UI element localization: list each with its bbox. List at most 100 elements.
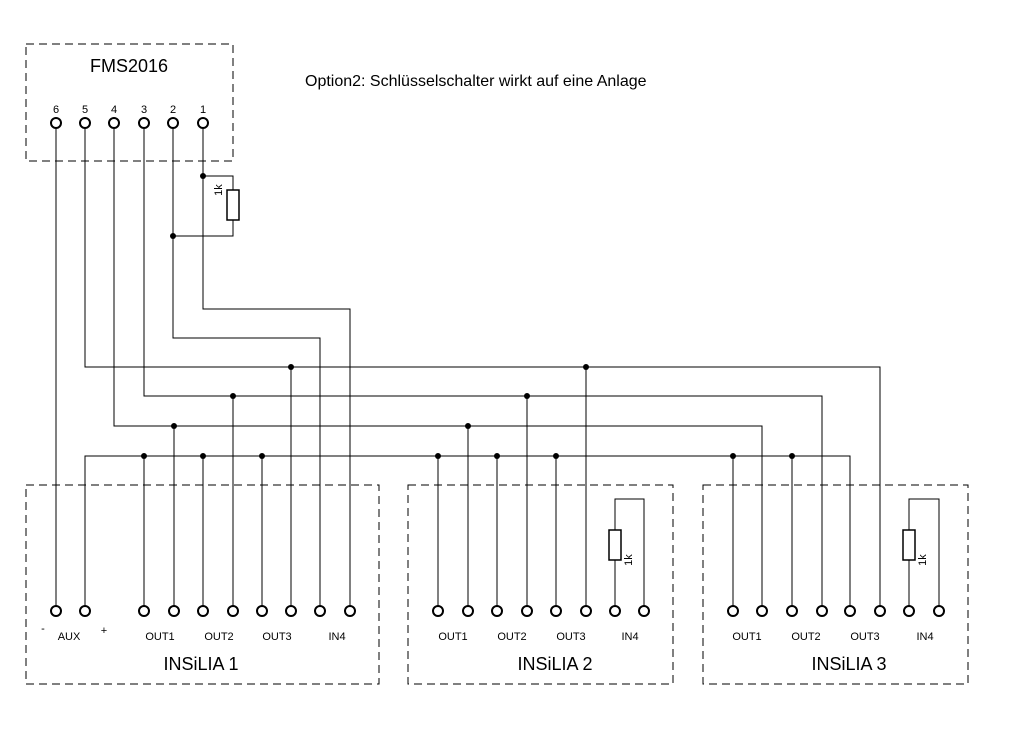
insilia-1-plus-label: +: [101, 625, 107, 637]
wire-pin3: [143, 123, 823, 611]
insilia-3-out3-b-terminal: [874, 605, 886, 617]
insilia-1-in4-a-terminal: [314, 605, 326, 617]
diagram-title: Option2: Schlüsselschalter wirkt auf ein…: [305, 73, 647, 90]
fms-pin-2-label: 2: [170, 104, 176, 116]
fms-terminals: [50, 117, 209, 129]
insilia-2-resistor-label: 1k: [623, 554, 635, 566]
fms-resistor: [226, 189, 240, 221]
insilia-2-out3-a-terminal: [550, 605, 562, 617]
junction-dot: [170, 233, 176, 239]
junction-dot: [524, 393, 530, 399]
wire-pin5: [84, 123, 881, 611]
resistors: 1k 1k 1k: [213, 184, 929, 566]
insilia-1-aux-plus-terminal: [79, 605, 91, 617]
wire-pin2: [172, 123, 321, 611]
fms-pin-5-label: 5: [82, 104, 88, 116]
fms-terminal-4: [108, 117, 120, 129]
insilia-3-module: INSiLIA 3 OUT1 OUT2 OUT3 IN4: [702, 484, 969, 685]
insilia-2-out3-b-terminal: [580, 605, 592, 617]
insilia-3-out3-label: OUT3: [850, 631, 879, 643]
junction-dot: [494, 453, 500, 459]
junction-dot: [171, 423, 177, 429]
insilia-2-out2-label: OUT2: [497, 631, 526, 643]
junction-dot: [583, 364, 589, 370]
insilia-3-terminals: [727, 605, 945, 617]
insilia-1-in4-b-terminal: [344, 605, 356, 617]
insilia-2-label: INSiLIA 2: [517, 654, 592, 674]
insilia-1-out3-a-terminal: [256, 605, 268, 617]
insilia-1-out3-b-terminal: [285, 605, 297, 617]
insilia-2-out1-label: OUT1: [438, 631, 467, 643]
insilia-1-terminals: [50, 605, 356, 617]
junction-dot: [288, 364, 294, 370]
insilia-2-out1-b-terminal: [462, 605, 474, 617]
insilia-1-aux-label: AUX: [58, 631, 81, 643]
fms-pin-1-label: 1: [200, 104, 206, 116]
fms2016-module: FMS2016 6 5 4 3 2 1: [25, 43, 234, 162]
fms-terminal-3: [138, 117, 150, 129]
wire-aux-plus: [84, 455, 851, 611]
fms-pin-6-label: 6: [53, 104, 59, 116]
junction-dot: [553, 453, 559, 459]
wire-pin4: [113, 123, 763, 611]
fms-pin-4-label: 4: [111, 104, 117, 116]
insilia-3-out1-b-terminal: [756, 605, 768, 617]
insilia-1-aux-minus-terminal: [50, 605, 62, 617]
wire-pin1: [202, 123, 351, 611]
insilia-1-out3-label: OUT3: [262, 631, 291, 643]
insilia-3-resistor-label: 1k: [917, 554, 929, 566]
fms2016-label: FMS2016: [90, 56, 168, 76]
insilia-2-out1-a-terminal: [432, 605, 444, 617]
insilia-1-out2-b-terminal: [227, 605, 239, 617]
insilia-2-module: INSiLIA 2 OUT1 OUT2 OUT3 IN4: [407, 484, 674, 685]
insilia-3-in4-a-terminal: [903, 605, 915, 617]
junction-dot: [141, 453, 147, 459]
insilia-2-in4-label: IN4: [621, 631, 638, 643]
insilia-2-terminals: [432, 605, 650, 617]
fms-terminal-5: [79, 117, 91, 129]
insilia-1-out1-label: OUT1: [145, 631, 174, 643]
insilia-1-out1-a-terminal: [138, 605, 150, 617]
insilia-3-out3-a-terminal: [844, 605, 856, 617]
insilia-3-out1-label: OUT1: [732, 631, 761, 643]
fms-terminal-6: [50, 117, 62, 129]
junction-dot: [230, 393, 236, 399]
insilia-2-in4-a-terminal: [609, 605, 621, 617]
insilia-3-in4-label: IN4: [916, 631, 933, 643]
insilia-2-out2-a-terminal: [491, 605, 503, 617]
wires: [55, 123, 940, 611]
insilia-1-out2-a-terminal: [197, 605, 209, 617]
insilia-3-box: [702, 484, 969, 685]
insilia-2-in4-b-terminal: [638, 605, 650, 617]
insilia-2-out3-label: OUT3: [556, 631, 585, 643]
insilia-2-box: [407, 484, 674, 685]
insilia-1-label: INSiLIA 1: [163, 654, 238, 674]
junction-dot: [730, 453, 736, 459]
insilia-2-out2-b-terminal: [521, 605, 533, 617]
fms-resistor-label: 1k: [213, 184, 225, 196]
insilia-3-out2-label: OUT2: [791, 631, 820, 643]
junction-dot: [259, 453, 265, 459]
fms-terminal-1: [197, 117, 209, 129]
junction-dot: [200, 453, 206, 459]
insilia-1-out1-b-terminal: [168, 605, 180, 617]
junction-dot: [789, 453, 795, 459]
junction-dot: [200, 173, 206, 179]
insilia-3-label: INSiLIA 3: [811, 654, 886, 674]
fms-terminal-2: [167, 117, 179, 129]
fms2016-box: [25, 43, 234, 162]
junction-dot: [465, 423, 471, 429]
insilia-3-out1-a-terminal: [727, 605, 739, 617]
fms-pin-3-label: 3: [141, 104, 147, 116]
insilia-1-in4-label: IN4: [328, 631, 345, 643]
insilia-1-out2-label: OUT2: [204, 631, 233, 643]
junctions: [141, 173, 795, 459]
insilia-2-resistor: [608, 529, 622, 561]
insilia-3-in4-b-terminal: [933, 605, 945, 617]
insilia-1-minus-label: -: [41, 623, 45, 635]
junction-dot: [435, 453, 441, 459]
insilia-3-out2-b-terminal: [816, 605, 828, 617]
insilia-3-resistor: [902, 529, 916, 561]
insilia-3-out2-a-terminal: [786, 605, 798, 617]
